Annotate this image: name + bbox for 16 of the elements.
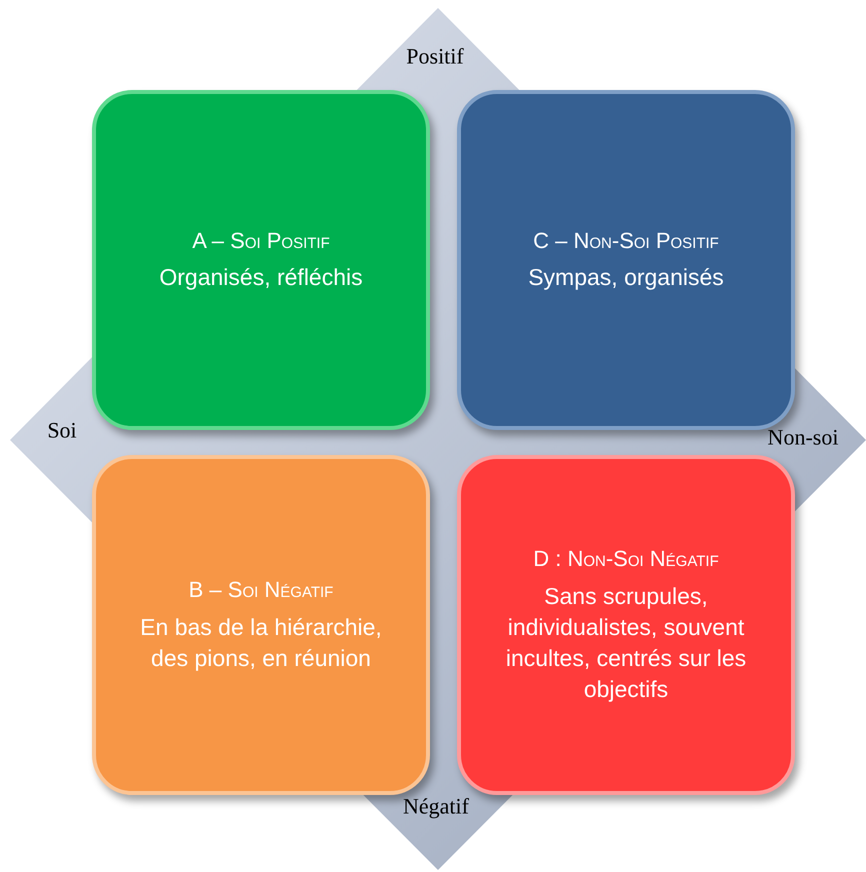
quadrant-description: Sympas, organisés [528,263,724,292]
quadrant-heading: C – Non-Soi Positif [533,226,719,254]
quadrant-box [457,90,795,430]
quadrant-box [92,455,430,795]
axis-label: Soi [47,416,77,444]
quadrant-heading: A – Soi Positif [192,226,330,254]
quadrant-description: Sans scrupules, individualistes, souvent incultes, centrés sur les objectifs [504,582,748,704]
quadrant-description: Organisés, réfléchis [159,263,363,292]
quadrant-heading: D : Non-Soi Négatif [533,545,719,573]
quadrant-description: En bas de la hiérarchie, des pions, en réunion [139,612,383,673]
axis-label: Positif [406,42,464,70]
axis-label: Négatif [403,792,469,820]
quadrant-box [457,455,795,795]
axis-label: Non-soi [768,424,838,452]
quadrant-heading: B – Soi Négatif [188,576,334,604]
quadrant-box [92,90,430,430]
